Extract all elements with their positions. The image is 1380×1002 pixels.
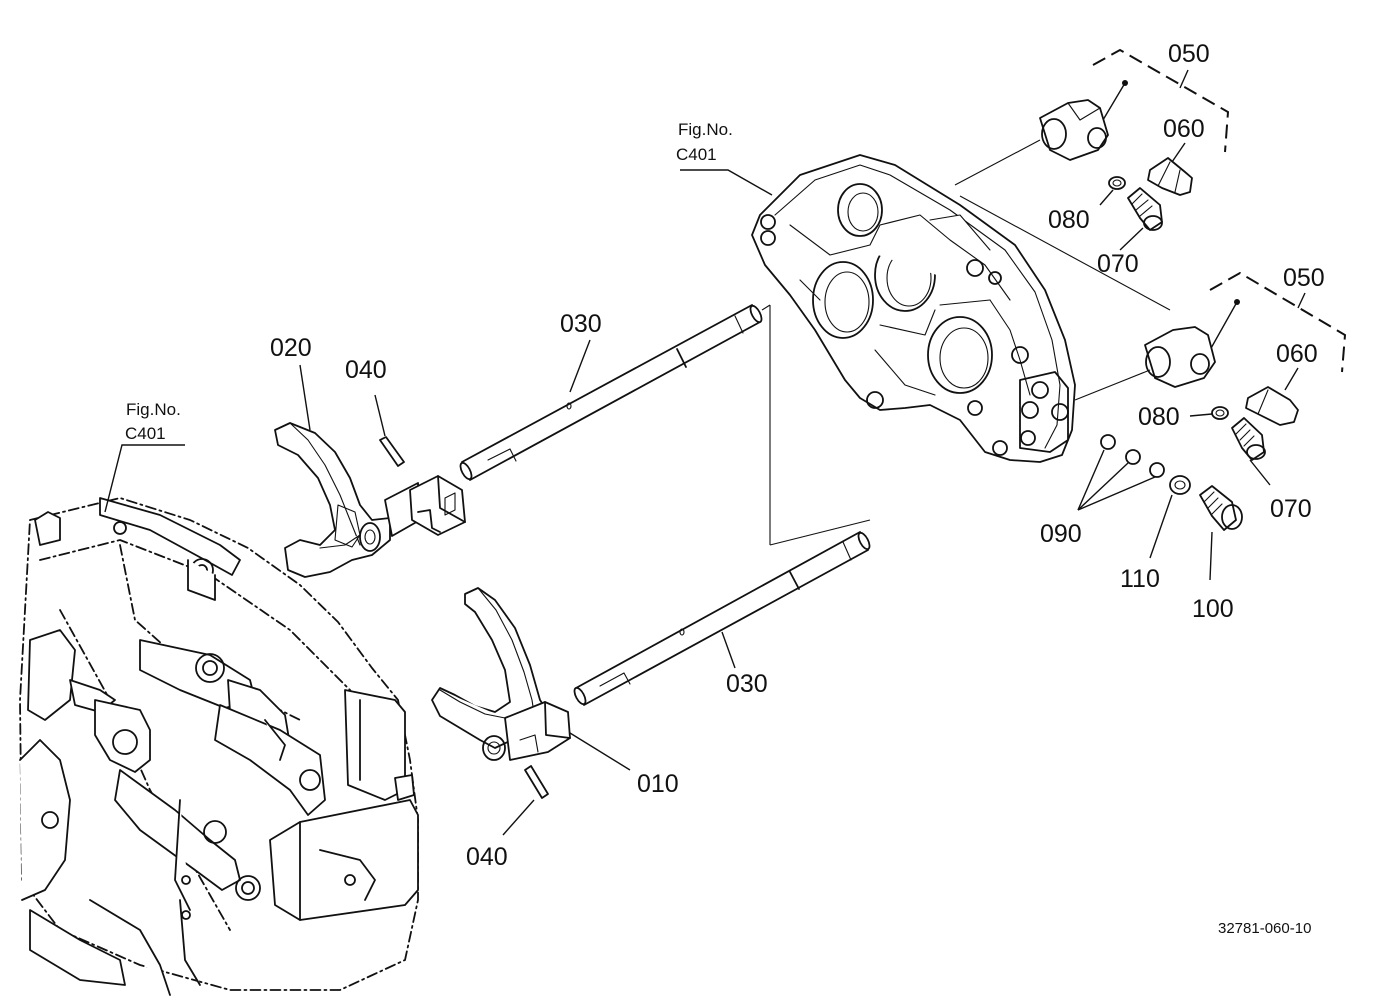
label-050-top: 050: [1168, 40, 1210, 68]
fig-ref-plate-line2: C401: [676, 145, 717, 164]
label-040-bottom: 040: [466, 843, 508, 871]
label-090: 090: [1040, 520, 1082, 548]
plug-bolt-100: [1199, 485, 1243, 531]
sealing-washer-110: [1169, 475, 1191, 495]
label-080-top: 080: [1048, 206, 1090, 234]
part-labels: 050 060 080 070 050 060 080 070 090 110 …: [270, 40, 1325, 871]
label-060-top: 060: [1163, 115, 1205, 143]
label-100: 100: [1192, 595, 1234, 623]
detent-group-top: [1092, 48, 1230, 153]
spring-pin-upper: [379, 436, 405, 467]
label-030-bottom: 030: [726, 670, 768, 698]
fig-ref-plate-line1: Fig.No.: [678, 120, 733, 139]
figure-references: Fig.No. C401 Fig.No. C401: [125, 120, 733, 443]
label-080-bottom: 080: [1138, 403, 1180, 431]
shift-fork-010: [431, 587, 571, 761]
label-040-top: 040: [345, 356, 387, 384]
fork-shaft-lower: [573, 531, 871, 706]
fork-shaft-upper: [459, 304, 763, 481]
detent-plug-bottom: [1245, 386, 1299, 426]
bearing-plate: [751, 154, 1076, 463]
detent-holder-bottom: [1144, 326, 1216, 388]
transmission-case: [19, 497, 419, 996]
label-030-top: 030: [560, 310, 602, 338]
drawing-number: 32781-060-10: [1218, 920, 1311, 937]
detent-holder-top: [1039, 99, 1109, 161]
leader-lines: [104, 69, 1306, 836]
detent-washer-bottom: [1211, 406, 1229, 420]
spring-pin-lower: [524, 765, 549, 799]
label-110: 110: [1120, 565, 1160, 593]
label-010: 010: [637, 770, 679, 798]
label-070-bottom: 070: [1270, 495, 1312, 523]
detent-washer-top: [1108, 176, 1126, 190]
fig-ref-case-line2: C401: [125, 424, 166, 443]
detent-plug-top: [1147, 157, 1193, 196]
label-060-bottom: 060: [1276, 340, 1318, 368]
fig-ref-case-line1: Fig.No.: [126, 400, 181, 419]
detent-balls: [1100, 434, 1165, 478]
shift-fork-020: [274, 422, 466, 578]
detent-group-bottom: [1209, 271, 1347, 373]
detent-bolt-top: [1127, 187, 1163, 231]
label-050-bottom: 050: [1283, 264, 1325, 292]
label-020: 020: [270, 334, 312, 362]
label-070-top: 070: [1097, 250, 1139, 278]
detent-bolt-bottom: [1231, 417, 1266, 461]
